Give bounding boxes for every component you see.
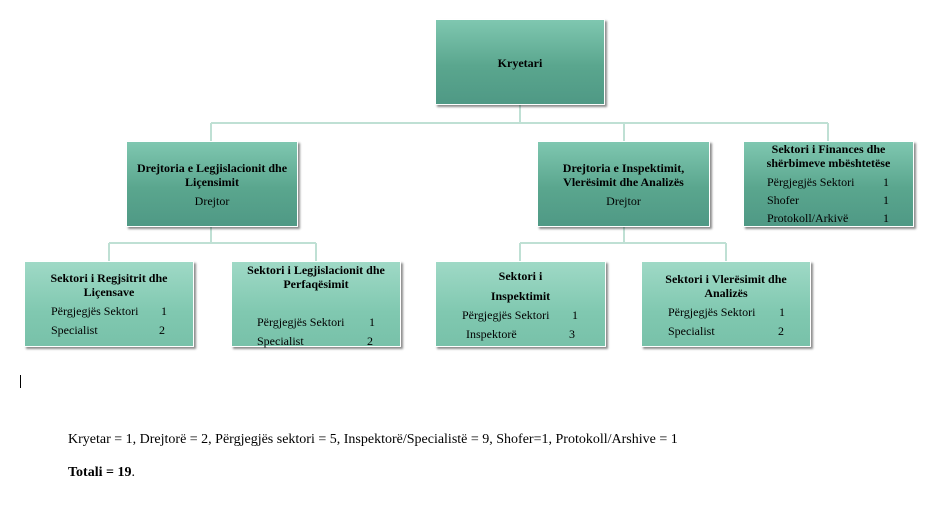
node-sektori-legjislacionit-title-2: Perfaqësimit (283, 277, 349, 291)
node-drejtoria-legjislacionit-title-1: Drejtoria e Legjislacionit dhe (136, 161, 288, 175)
node-sektori-inspektimit: Sektori i Inspektimit Përgjegjës Sektori… (435, 261, 606, 347)
node-sektori-inspektimit-title-1: Sektori i (498, 269, 543, 283)
staff-role: Protokoll/Arkivë (767, 211, 849, 225)
node-sektori-regjistrit-title-1: Sektori i Regjsitrit dhe (50, 271, 168, 285)
node-sektori-vleresimit-title-2: Analizës (704, 286, 748, 300)
staff-count: 1 (883, 193, 889, 207)
node-drejtoria-legjislacionit-subtitle: Drejtor (194, 194, 230, 208)
staff-role: Specialist (668, 324, 715, 338)
staff-role: Specialist (257, 334, 304, 348)
node-drejtoria-legjislacionit: Drejtoria e Legjislacionit dhe Liçensimi… (126, 141, 298, 227)
node-drejtoria-inspektimit: Drejtoria e Inspektimit, Vlerësimit dhe … (537, 141, 710, 227)
node-sektori-finances-title-2: shërbimeve mbështetëse (766, 156, 891, 170)
staff-role: Përgjegjës Sektori (767, 175, 855, 189)
staff-count: 1 (883, 175, 889, 189)
staff-role: Përgjegjës Sektori (462, 308, 550, 322)
node-kryetari: Kryetari (435, 19, 605, 105)
node-sektori-vleresimit-title-1: Sektori i Vlerësimit dhe (665, 272, 787, 286)
node-sektori-legjislacionit-title-1: Sektori i Legjislacionit dhe (247, 263, 385, 277)
staff-count: 2 (159, 323, 165, 337)
summary-total: Totali = 19. (68, 465, 135, 481)
node-sektori-regjistrit: Sektori i Regjsitrit dhe Liçensave Përgj… (24, 261, 194, 347)
staff-role: Shofer (767, 193, 799, 207)
node-sektori-finances: Sektori i Finances dhe shërbimeve mbësht… (743, 141, 914, 227)
node-sektori-finances-title-1: Sektori i Finances dhe (771, 142, 886, 156)
staff-count: 3 (569, 327, 575, 341)
staff-role: Specialist (51, 323, 98, 337)
staff-role: Përgjegjës Sektori (257, 315, 345, 329)
staff-count: 2 (367, 334, 373, 348)
node-sektori-regjistrit-title-2: Liçensave (83, 285, 135, 299)
total-label: Totali = 19 (68, 465, 132, 480)
node-drejtoria-inspektimit-title-1: Drejtoria e Inspektimit, (562, 161, 685, 175)
staff-count: 1 (883, 211, 889, 225)
node-sektori-inspektimit-title-2: Inspektimit (490, 289, 551, 303)
total-suffix: . (131, 465, 135, 480)
staff-count: 1 (779, 305, 785, 319)
staff-count: 2 (778, 324, 784, 338)
node-sektori-vleresimit: Sektori i Vlerësimit dhe Analizës Përgje… (641, 261, 811, 347)
node-drejtoria-legjislacionit-title-2: Liçensimit (185, 175, 239, 189)
staff-role: Përgjegjës Sektori (51, 304, 139, 318)
staff-count: 1 (369, 315, 375, 329)
node-sektori-legjislacionit: Sektori i Legjislacionit dhe Perfaqësimi… (231, 261, 401, 348)
staff-role: Përgjegjës Sektori (668, 305, 756, 319)
staff-count: 1 (161, 304, 167, 318)
summary-counts: Kryetar = 1, Drejtorë = 2, Përgjegjës se… (68, 432, 678, 447)
text-cursor (20, 375, 21, 388)
node-drejtoria-inspektimit-title-2: Vlerësimit dhe Analizës (563, 175, 684, 189)
node-drejtoria-inspektimit-subtitle: Drejtor (606, 194, 641, 208)
staff-role: Inspektorë (466, 327, 517, 341)
staff-count: 1 (572, 308, 578, 322)
node-kryetari-title: Kryetari (497, 56, 543, 70)
